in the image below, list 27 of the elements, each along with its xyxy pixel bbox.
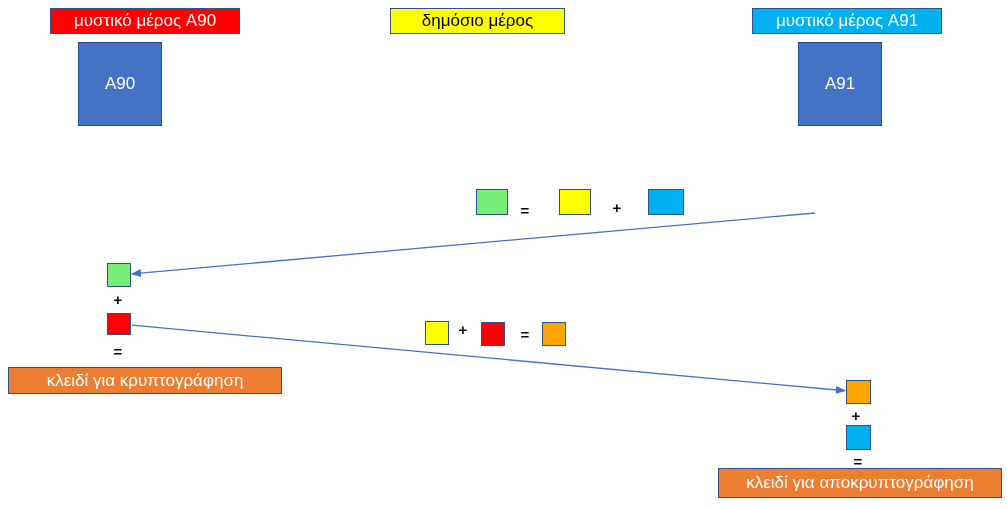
key-box: κλειδί για κρυπτογράφηση — [8, 367, 282, 394]
operator-sign: = — [853, 454, 863, 470]
color-square — [107, 313, 131, 335]
operator-sign: = — [520, 327, 530, 343]
arrow — [131, 324, 846, 394]
operator-sign: + — [612, 200, 622, 216]
operator-sign: = — [520, 203, 530, 219]
color-square — [425, 321, 449, 345]
color-square — [481, 322, 505, 346]
party-box: A91 — [798, 42, 882, 126]
operator-sign: + — [851, 408, 861, 424]
color-square — [107, 263, 131, 287]
party-box: A90 — [78, 42, 162, 126]
color-square — [542, 322, 566, 346]
color-square — [846, 425, 871, 450]
color-square — [559, 189, 591, 215]
operator-sign: = — [113, 344, 123, 360]
part-label: μυστικό μέρος A90 — [50, 8, 240, 34]
key-box: κλειδί για αποκρυπτογράφηση — [718, 468, 1002, 498]
part-label: δημόσιο μέρος — [390, 8, 565, 34]
operator-sign: + — [458, 322, 468, 338]
color-square — [648, 189, 684, 215]
part-label: μυστικό μέρος A91 — [752, 8, 942, 34]
operator-sign: + — [113, 292, 123, 308]
color-square — [846, 380, 871, 404]
color-square — [476, 189, 508, 215]
arrow — [131, 212, 816, 278]
